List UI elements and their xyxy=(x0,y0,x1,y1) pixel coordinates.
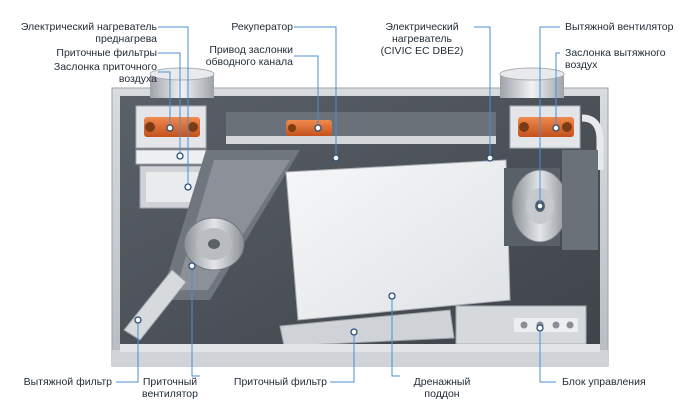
label-supply-fan-line1: Приточный xyxy=(142,376,198,388)
leader-supply-fan xyxy=(191,266,200,377)
marker-preheater xyxy=(184,183,192,191)
leader-supply-damper xyxy=(158,71,171,128)
label-supply-damper-line2: воздуха xyxy=(118,73,157,85)
marker-recuperator xyxy=(332,154,340,162)
label-preheater-line2: преднагрева xyxy=(95,33,157,45)
label-exhaust-damper-line1: Заслонка вытяжного xyxy=(565,47,666,59)
label-heater-line1: Электрический xyxy=(385,21,459,33)
leader-preheater xyxy=(158,26,189,187)
label-exhaust-fan: Вытяжной вентилятор xyxy=(565,21,674,33)
supply-fan xyxy=(183,217,245,271)
leader-control-unit xyxy=(539,328,556,383)
label-recuperator: Рекуператор xyxy=(231,21,293,33)
label-bypass-drive: Привод заслонки обводного канала xyxy=(206,44,293,68)
leader-exhaust-fan xyxy=(539,26,560,206)
marker-drain-pan xyxy=(388,292,396,300)
leader-drain-pan xyxy=(391,296,400,377)
exhaust-duct-collar xyxy=(499,67,565,98)
leader-exhaust-damper xyxy=(555,52,560,128)
supply-duct-collar xyxy=(149,67,215,98)
marker-supply-fan xyxy=(188,262,196,270)
marker-supply-filters xyxy=(176,152,184,160)
leader-heater xyxy=(474,26,491,158)
marker-bypass-drive xyxy=(314,124,322,132)
label-exhaust-damper: Заслонка вытяжного воздух xyxy=(565,47,666,71)
marker-exhaust-fan xyxy=(536,202,544,210)
label-preheater-line1: Электрический нагреватель xyxy=(20,21,157,33)
right-bay xyxy=(562,150,598,250)
label-exhaust-damper-line2: воздух xyxy=(565,59,598,71)
label-drain-pan-line2: поддон xyxy=(424,388,460,400)
bypass-channel xyxy=(226,112,496,144)
drain-pan-tray xyxy=(279,309,455,347)
marker-supply-filter xyxy=(350,328,358,336)
cable-conduit xyxy=(581,114,604,170)
label-supply-fan: Приточный вентилятор xyxy=(140,376,200,400)
marker-supply-damper xyxy=(166,124,174,132)
marker-exhaust-damper xyxy=(552,124,560,132)
marker-rings xyxy=(134,124,560,336)
control-box xyxy=(455,305,587,345)
supply-damper-assembly xyxy=(135,105,207,149)
marker-control-unit xyxy=(536,324,544,332)
label-supply-filters: Приточные фильтры xyxy=(56,47,157,59)
label-supply-damper-line1: Заслонка приточного xyxy=(53,61,157,73)
label-drain-pan-line1: Дренажный xyxy=(413,376,471,388)
bottom-rail xyxy=(120,344,600,352)
leader-recuperator xyxy=(294,26,337,158)
label-preheater: Электрический нагреватель преднагрева xyxy=(21,21,157,45)
label-supply-fan-line2: вентилятор xyxy=(142,388,198,400)
leader-exhaust-filter xyxy=(116,320,139,383)
label-supply-damper: Заслонка приточного воздуха xyxy=(54,61,157,85)
label-heater-line3: (CIVIC EC DBE2) xyxy=(380,45,464,57)
label-heater-line2: нагреватель xyxy=(392,33,452,45)
preheater-block xyxy=(135,149,207,209)
exhaust-fan xyxy=(504,168,569,246)
label-bypass-drive-line2: обводного канала xyxy=(205,56,293,68)
label-exhaust-filter: Вытяжной фильтр xyxy=(23,376,112,388)
marker-exhaust-filter xyxy=(134,316,142,324)
label-drain-pan: Дренажный поддон xyxy=(402,376,482,400)
leader-bypass-drive xyxy=(294,55,319,128)
exhaust-damper-assembly xyxy=(509,105,581,149)
heat-exchanger-panel xyxy=(285,159,511,321)
label-heater: Электрический нагреватель (CIVIC EC DBE2… xyxy=(372,21,472,57)
leader-lines xyxy=(116,26,560,383)
leader-supply-filters xyxy=(158,52,181,156)
label-bypass-drive-line1: Привод заслонки xyxy=(209,44,293,56)
label-supply-filter: Приточный фильтр xyxy=(233,376,327,388)
label-control-unit: Блок управления xyxy=(562,376,646,388)
marker-heater xyxy=(486,154,494,162)
leader-supply-filter xyxy=(330,332,355,383)
